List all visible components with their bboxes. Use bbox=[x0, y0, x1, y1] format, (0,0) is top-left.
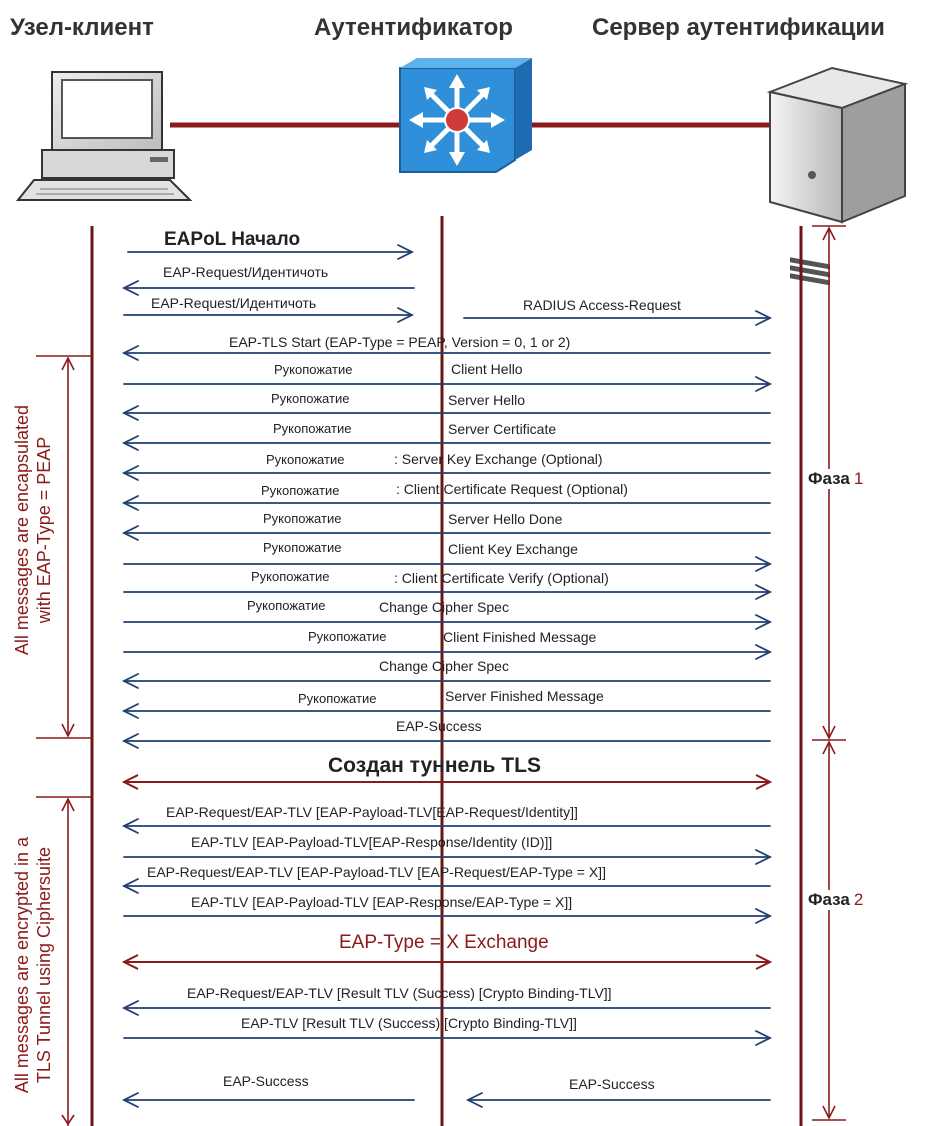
label-eap-success-1: EAP-Success bbox=[396, 718, 482, 734]
label-hs7-left: Рукопожатие bbox=[263, 540, 342, 555]
arrow-server-key-exchange bbox=[121, 465, 771, 481]
arrow-client-key-exchange bbox=[123, 556, 773, 572]
tls-bracket bbox=[36, 796, 92, 1126]
label-hs5-right: : Client Certificate Request (Optional) bbox=[396, 481, 628, 497]
left-brackets bbox=[36, 355, 92, 1126]
arrow-eap-success-1 bbox=[121, 733, 771, 749]
label-hs8-left: Рукопожатие bbox=[251, 569, 330, 584]
arrow-p2-4 bbox=[123, 908, 773, 924]
arrow-server-hello bbox=[121, 405, 771, 421]
label-id-request: EAP-Request/Идентичоть bbox=[163, 264, 329, 280]
phase-1-word: Фаза bbox=[808, 469, 850, 488]
authenticator-header: Аутентификатор bbox=[314, 14, 513, 41]
arrow-tls-start bbox=[121, 345, 771, 361]
peap-note-line-1: All messages are encapsulated bbox=[12, 404, 32, 656]
label-hs5-left: Рукопожатие bbox=[261, 483, 340, 498]
label-tls-tunnel: Создан туннель TLS bbox=[328, 754, 541, 777]
desktop-computer-icon bbox=[15, 71, 193, 201]
label-p2-5: EAP-Request/EAP-TLV [Result TLV (Success… bbox=[187, 985, 612, 1001]
arrow-p2-5 bbox=[121, 1000, 771, 1016]
arrow-server-hello-done bbox=[121, 525, 771, 541]
arrow-change-cipher-2 bbox=[121, 673, 771, 689]
label-hs6-right: Server Hello Done bbox=[448, 511, 563, 527]
peap-note: All messages are encapsulated with EAP-T… bbox=[11, 405, 55, 655]
label-hs10-right: Client Finished Message bbox=[443, 629, 597, 645]
label-hs2-left: Рукопожатие bbox=[271, 391, 350, 406]
label-hs2-right: Server Hello bbox=[448, 392, 526, 408]
arrow-tls-tunnel bbox=[121, 774, 773, 790]
client-header: Узел-клиент bbox=[10, 14, 154, 41]
label-p2-3: EAP-Request/EAP-TLV [EAP-Payload-TLV [EA… bbox=[147, 864, 606, 880]
arrow-cert-request bbox=[121, 495, 771, 511]
tls-note: All messages are encrypted in a TLS Tunn… bbox=[11, 837, 55, 1093]
tls-note-line-1: All messages are encrypted in a bbox=[12, 836, 32, 1094]
label-hs11-right: Change Cipher Spec bbox=[379, 658, 509, 674]
arrow-final-left bbox=[121, 1092, 415, 1108]
arrow-client-finished bbox=[123, 644, 773, 660]
label-type-x-exchange: EAP-Type = X Exchange bbox=[339, 932, 549, 953]
label-hs1-left: Рукопожатие bbox=[274, 362, 353, 377]
arrow-cert-verify bbox=[123, 584, 773, 600]
label-hs4-right: : Server Key Exchange (Optional) bbox=[394, 451, 603, 467]
arrow-server-cert bbox=[121, 435, 771, 451]
label-hs7-right: Client Key Exchange bbox=[448, 541, 578, 557]
label-hs3-right: Server Certificate bbox=[448, 421, 557, 437]
label-hs10-left: Рукопожатие bbox=[308, 629, 387, 644]
arrow-p2-1 bbox=[121, 818, 771, 834]
arrow-p2-6 bbox=[123, 1030, 773, 1046]
arrow-p2-3 bbox=[121, 878, 771, 894]
lifelines bbox=[90, 216, 803, 1126]
arrow-final-right bbox=[465, 1092, 771, 1108]
label-hs12-left: Рукопожатие bbox=[298, 691, 377, 706]
network-switch-icon bbox=[399, 58, 532, 173]
double-arrows bbox=[121, 774, 773, 970]
phase-1-number: 1 bbox=[853, 469, 864, 488]
label-radius: RADIUS Access-Request bbox=[523, 297, 681, 313]
label-id-response: EAP-Request/Идентичоть bbox=[151, 295, 317, 311]
phase-2-word: Фаза bbox=[808, 890, 850, 909]
tower-server-icon bbox=[766, 66, 909, 286]
label-hs4-left: Рукопожатие bbox=[266, 452, 345, 467]
label-p2-4: EAP-TLV [EAP-Payload-TLV [EAP-Response/E… bbox=[191, 894, 573, 910]
label-hs8-right: : Client Certificate Verify (Optional) bbox=[394, 570, 609, 586]
message-arrows bbox=[121, 244, 773, 1108]
label-hs6-left: Рукопожатие bbox=[263, 511, 342, 526]
label-hs9-left: Рукопожатие bbox=[247, 598, 326, 613]
label-p2-6: EAP-TLV [Result TLV (Success) [Crypto Bi… bbox=[241, 1015, 577, 1031]
phase-2-number: 2 bbox=[853, 890, 864, 909]
arrow-p2-2 bbox=[123, 849, 773, 865]
peap-note-line-2: with EAP-Type = PEAP bbox=[34, 436, 54, 624]
label-hs9-right: Change Cipher Spec bbox=[379, 599, 509, 615]
label-p2-1: EAP-Request/EAP-TLV [EAP-Payload-TLV[EAP… bbox=[166, 804, 578, 820]
arrow-server-finished bbox=[121, 703, 771, 719]
label-tls-start: EAP-TLS Start (EAP-Type = PEAP, Version … bbox=[229, 334, 571, 350]
label-final-left: EAP-Success bbox=[223, 1073, 309, 1089]
label-eapol-start: EAPoL Начало bbox=[164, 229, 301, 250]
arrow-change-cipher-1 bbox=[123, 614, 773, 630]
peap-bracket bbox=[36, 355, 92, 739]
label-p2-2: EAP-TLV [EAP-Payload-TLV[EAP-Response/Id… bbox=[191, 834, 553, 850]
server-header: Сервер аутентификации bbox=[592, 14, 885, 41]
label-hs1-right: Client Hello bbox=[451, 361, 523, 377]
arrow-id-response bbox=[123, 307, 415, 323]
label-final-right: EAP-Success bbox=[569, 1076, 655, 1092]
arrow-type-x-exchange bbox=[121, 954, 773, 970]
arrow-client-hello bbox=[123, 376, 773, 392]
phase-brackets bbox=[812, 225, 846, 1121]
label-hs12-right: Server Finished Message bbox=[445, 688, 604, 704]
tls-note-line-2: TLS Tunnel using Ciphersuite bbox=[34, 846, 54, 1084]
label-hs3-left: Рукопожатие bbox=[273, 421, 352, 436]
arrow-eapol-start bbox=[127, 244, 415, 260]
arrow-id-request bbox=[121, 280, 415, 296]
arrow-radius bbox=[463, 310, 773, 326]
